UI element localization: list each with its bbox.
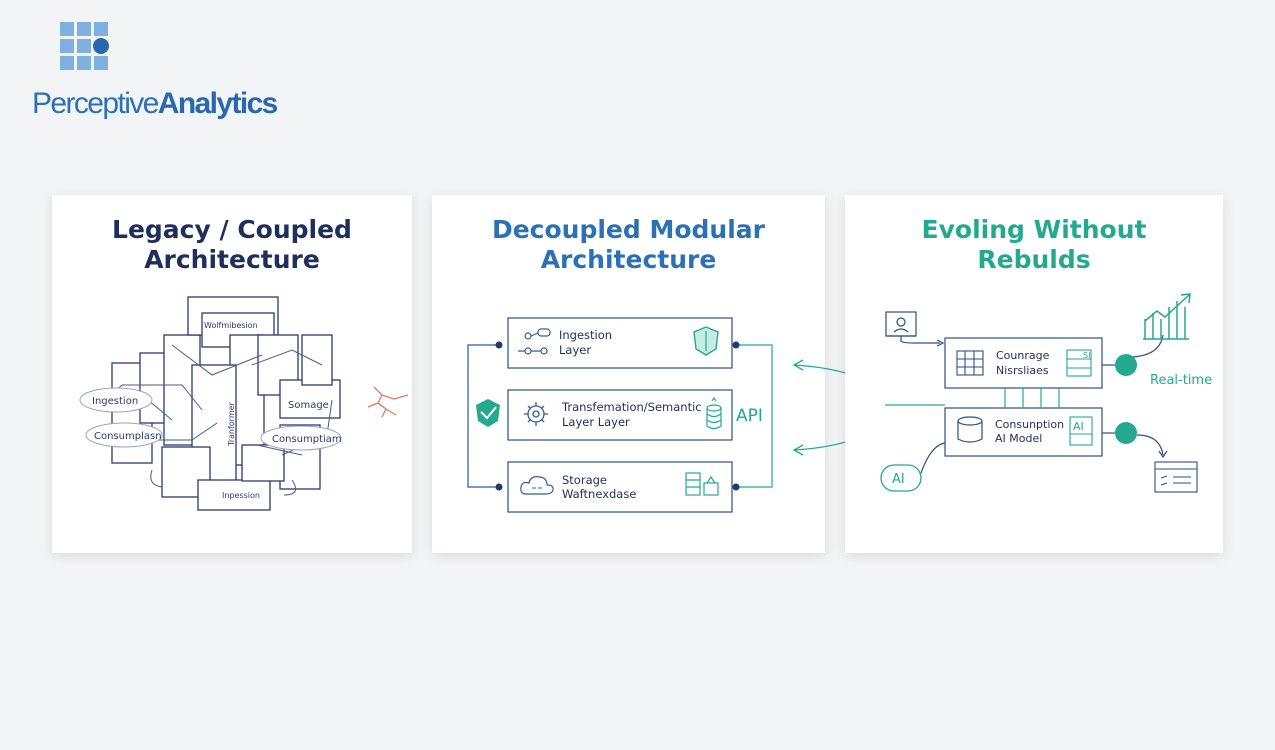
- logo-wordmark: PerceptiveAnalytics: [32, 86, 279, 122]
- database-icon: [957, 416, 983, 443]
- legacy-title-line1: Legacy / Coupled: [112, 215, 352, 244]
- coverage-badge-text: SI: [1083, 351, 1090, 360]
- storage-layer-label-line1: Storage: [562, 473, 607, 487]
- legacy-block: [241, 444, 285, 482]
- legacy-title-line2: Architecture: [144, 245, 320, 274]
- realtime-node: [1115, 354, 1137, 376]
- api-label: API: [736, 406, 763, 426]
- transformation-layer-label-line2: Layer Layer: [562, 415, 630, 429]
- realtime-label: Real-time: [1150, 373, 1212, 388]
- evolving-title-line2: Rebulds: [977, 245, 1091, 274]
- legacy-label-storage: Somage: [288, 400, 329, 411]
- coverage-box-label-line1: Counrage: [996, 349, 1050, 362]
- decoupled-title-line1: Decoupled Modular: [491, 215, 766, 244]
- coverage-box: [944, 337, 1103, 389]
- logo-word-analytics: Analytics: [157, 87, 279, 120]
- evolving-panel-title: Evoling Without Rebulds: [845, 215, 1223, 275]
- left-connector-bracket: [467, 344, 499, 488]
- model-output-node: [1115, 422, 1137, 444]
- legacy-block: [301, 334, 333, 386]
- modular-layers-diagram: Ingestion Layer Transfemation/Semantic L…: [467, 317, 773, 513]
- decoupled-panel-title: Decoupled Modular Architecture: [432, 215, 825, 275]
- legacy-label-bubble: [79, 387, 153, 413]
- legacy-label-ingestion: Ingestion: [92, 396, 138, 407]
- gear-icon: [524, 402, 548, 426]
- ai-badge: [880, 464, 922, 492]
- decoupled-title-line2: Architecture: [540, 245, 717, 274]
- database-stack-icon: [706, 396, 722, 430]
- ai-model-badge-text: AI: [1073, 420, 1084, 433]
- decoupled-architecture-panel: Decoupled Modular Architecture: [432, 195, 825, 553]
- ai-badge-text: AI: [892, 472, 905, 487]
- connector-dot: [495, 341, 503, 349]
- logo-grid-icon: [60, 22, 109, 70]
- coverage-box-label-line2: Nisrsliaes: [996, 364, 1049, 377]
- legacy-label-bubble: [85, 422, 163, 448]
- legacy-block: [279, 379, 341, 419]
- evolving-without-rebuilds-panel: Evoling Without Rebulds: [845, 195, 1223, 553]
- ai-model-badge-icon: [1069, 416, 1093, 446]
- connector-dot: [732, 483, 740, 491]
- consumption-box-label-line2: AI Model: [995, 432, 1042, 445]
- table-grid-icon: [956, 350, 984, 376]
- right-connector-bracket: [736, 344, 773, 488]
- connector-dot: [732, 341, 740, 349]
- growth-chart-icon: [1143, 293, 1191, 340]
- monitor-user-icon: [885, 311, 917, 337]
- report-icon: [1154, 461, 1198, 493]
- storage-layer-label-line2: Waftnexdase: [562, 487, 636, 501]
- transformation-layer-box: [507, 389, 733, 441]
- ingestion-layer-label-line1: Ingestion: [559, 328, 612, 342]
- legacy-label-block-center: Tranformer: [227, 401, 236, 447]
- cloud-icon: [520, 476, 554, 495]
- transformation-layer-label-line1: Transfemation/Semantic: [561, 400, 702, 414]
- logo-word-perceptive: Perceptive: [32, 87, 159, 120]
- coverage-badge-icon: [1066, 349, 1092, 377]
- server-grid-icon: [685, 472, 719, 496]
- ingestion-flow-icon: [518, 328, 551, 355]
- consumption-box-label-line1: Consunption: [995, 418, 1064, 431]
- legacy-architecture-panel: Legacy / Coupled Architecture: [52, 195, 412, 553]
- legacy-label-block-top: Wolfmibesion: [204, 321, 258, 330]
- check-shield-icon: [476, 399, 500, 427]
- legacy-label-block-bottom: Inpession: [222, 491, 260, 500]
- legacy-label-consumption-left: Consumplasn: [94, 431, 162, 442]
- perceptive-analytics-logo: PerceptiveAnalytics: [30, 20, 290, 120]
- connector-dot: [495, 483, 503, 491]
- legacy-block: [197, 479, 271, 511]
- legacy-label-bubble: [260, 425, 342, 451]
- evolving-diagram: SI AI Counrage Nisrsliaes Consunption AI…: [880, 293, 1212, 493]
- legacy-panel-title: Legacy / Coupled Architecture: [52, 215, 412, 275]
- shield-icon: [693, 326, 719, 356]
- legacy-label-consumption-right: Consumptiam: [272, 434, 342, 445]
- ingestion-layer-label-line2: Layer: [559, 343, 591, 357]
- coupled-blocks-illustration: Ingestion Consumplasn Somage Consumptiam…: [79, 296, 409, 511]
- crack-icon: [367, 386, 409, 418]
- evolving-title-line1: Evoling Without: [921, 215, 1147, 244]
